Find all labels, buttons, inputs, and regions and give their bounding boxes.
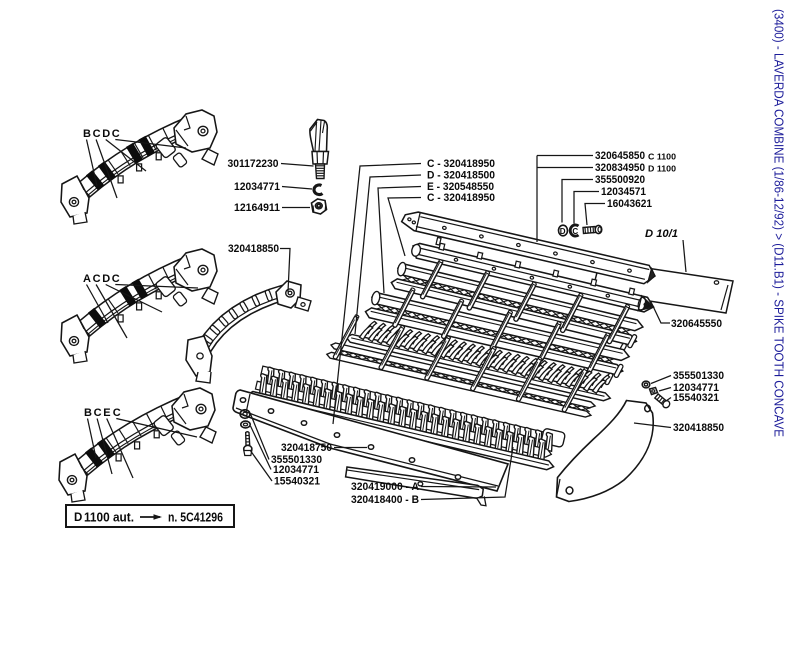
svg-text:(3400) - LAVERDA COMBINE (1/86: (3400) - LAVERDA COMBINE (1/86-12/92) > … [772, 9, 787, 437]
svg-text:C: C [93, 128, 101, 140]
svg-text:C: C [112, 273, 120, 285]
svg-text:1100 aut.: 1100 aut. [84, 511, 134, 525]
svg-text:12164911: 12164911 [234, 202, 280, 214]
svg-text:C - 320418950: C - 320418950 [427, 192, 495, 204]
svg-text:320834950: 320834950 [595, 162, 645, 174]
svg-text:320418750: 320418750 [281, 442, 332, 454]
svg-text:C: C [94, 407, 102, 419]
svg-text:C: C [113, 407, 121, 419]
svg-text:12034771: 12034771 [673, 382, 719, 394]
svg-text:15540321: 15540321 [673, 392, 719, 404]
svg-text:D: D [560, 227, 566, 236]
svg-text:B: B [84, 407, 92, 419]
svg-text:D: D [102, 273, 110, 285]
svg-text:320645850: 320645850 [595, 150, 645, 162]
svg-text:355501330: 355501330 [673, 370, 724, 382]
svg-text:C - 320418950: C - 320418950 [427, 158, 495, 170]
svg-text:355500920: 355500920 [595, 174, 645, 186]
svg-text:C: C [572, 227, 578, 236]
svg-text:D - 320418500: D - 320418500 [427, 170, 495, 182]
svg-text:B: B [83, 128, 91, 140]
svg-text:320418850: 320418850 [228, 243, 279, 255]
svg-text:D: D [74, 512, 82, 524]
svg-text:320418850: 320418850 [673, 422, 724, 434]
svg-text:301172230: 301172230 [228, 158, 279, 170]
svg-text:E - 320548550: E - 320548550 [427, 181, 494, 193]
svg-text:12034771: 12034771 [234, 181, 280, 193]
svg-text:C: C [93, 273, 101, 285]
svg-text:320645550: 320645550 [671, 318, 722, 330]
svg-text:C: C [112, 128, 120, 140]
svg-text:E: E [103, 407, 110, 419]
svg-text:355501330: 355501330 [271, 454, 322, 466]
svg-text:15540321: 15540321 [274, 476, 320, 488]
svg-text:D 1100: D 1100 [648, 164, 676, 174]
svg-text:16043621: 16043621 [607, 198, 652, 210]
svg-text:n. 5C41296: n. 5C41296 [168, 511, 223, 525]
svg-text:D 10/1: D 10/1 [645, 228, 678, 240]
svg-text:C 1100: C 1100 [648, 152, 676, 162]
svg-text:12034571: 12034571 [601, 186, 646, 198]
svg-text:A: A [83, 273, 91, 285]
svg-text:320419000 - A: 320419000 - A [351, 481, 419, 493]
svg-text:320418400 - B: 320418400 - B [351, 494, 419, 506]
svg-text:12034771: 12034771 [273, 464, 319, 476]
svg-text:D: D [102, 128, 110, 140]
